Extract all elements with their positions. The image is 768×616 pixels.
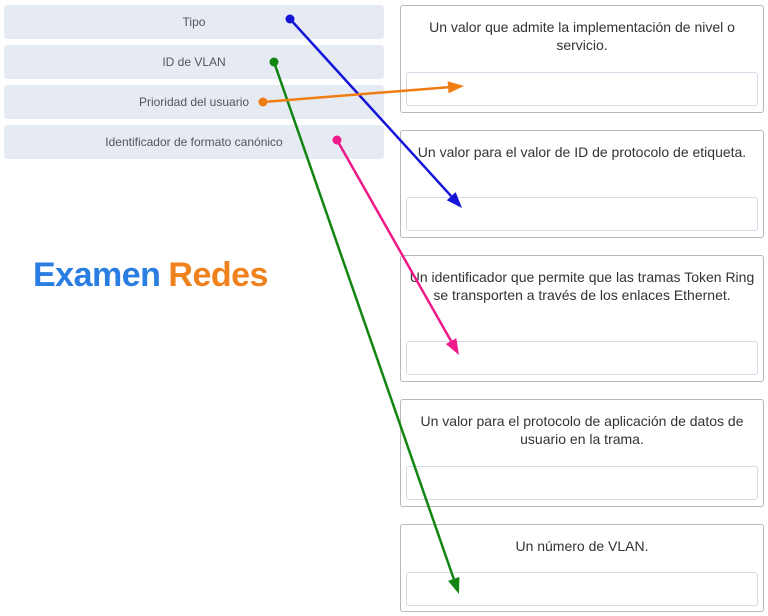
drag-item-id-vlan[interactable]: ID de VLAN xyxy=(4,45,384,79)
target-description: Un número de VLAN. xyxy=(515,538,649,554)
target-description: Un valor para el valor de ID de protocol… xyxy=(417,144,747,160)
drop-slot[interactable] xyxy=(406,72,758,106)
drag-item-formato-canonico[interactable]: Identificador de formato canónico xyxy=(4,125,384,159)
drag-item-label: Identificador de formato canónico xyxy=(105,135,283,149)
target-box-4: Un valor para el protocolo de aplicación… xyxy=(400,399,764,507)
target-box-2: Un valor para el valor de ID de protocol… xyxy=(400,130,764,238)
logo-part-2: Redes xyxy=(168,256,268,294)
drop-slot[interactable] xyxy=(406,572,758,606)
drop-slot[interactable] xyxy=(406,341,758,375)
target-box-3: Un identificador que permite que las tra… xyxy=(400,255,764,382)
drag-item-label: Tipo xyxy=(182,15,206,29)
drag-item-prioridad-usuario[interactable]: Prioridad del usuario xyxy=(4,85,384,119)
drag-item-label: ID de VLAN xyxy=(162,55,226,69)
target-box-5: Un número de VLAN. xyxy=(400,524,764,612)
drag-item-label: Prioridad del usuario xyxy=(138,95,250,109)
target-description: Un valor que admite la implementación de… xyxy=(429,19,735,53)
target-description: Un identificador que permite que las tra… xyxy=(409,269,755,303)
drop-slot[interactable] xyxy=(406,197,758,231)
drag-item-tipo[interactable]: Tipo xyxy=(4,5,384,39)
drop-slot[interactable] xyxy=(406,466,758,500)
logo-part-1: Examen xyxy=(33,256,161,294)
target-box-1: Un valor que admite la implementación de… xyxy=(400,5,764,113)
target-description: Un valor para el protocolo de aplicación… xyxy=(420,413,744,447)
